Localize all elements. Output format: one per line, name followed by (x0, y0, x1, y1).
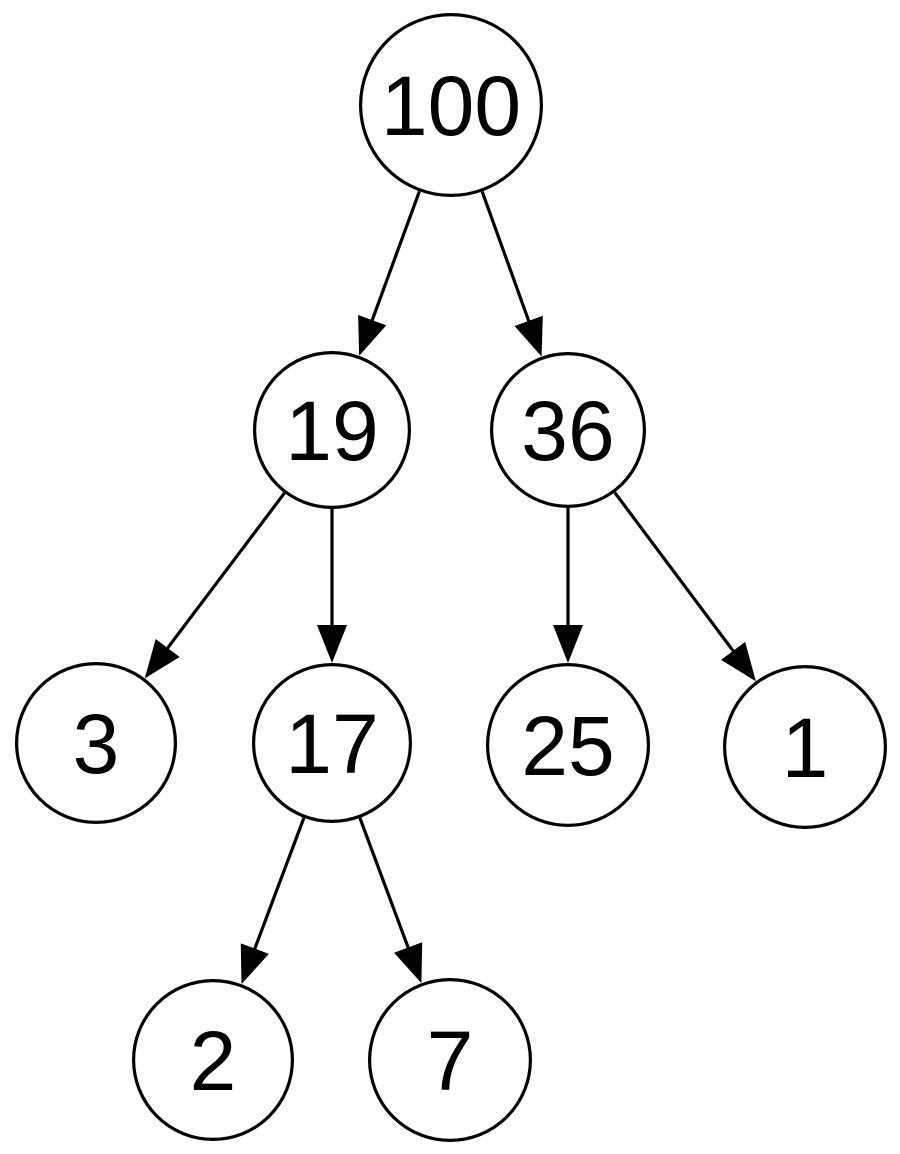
edge-100-19 (358, 190, 421, 356)
node-label: 36 (521, 384, 614, 478)
arrowhead-icon (358, 314, 387, 356)
edge-line (358, 817, 410, 950)
edge-line (252, 817, 306, 951)
tree-node-25: 25 (486, 662, 651, 827)
node-circle (253, 351, 412, 510)
node-label: 17 (285, 697, 378, 791)
tree-node-3: 3 (14, 661, 178, 824)
arrowhead-icon (721, 641, 756, 682)
node-label: 7 (427, 1014, 474, 1108)
node-label: 3 (73, 697, 120, 791)
edge-19-17 (317, 509, 347, 663)
node-circle (14, 661, 178, 824)
tree-node-7: 7 (368, 977, 533, 1142)
node-label: 1 (782, 701, 829, 795)
arrowhead-icon (514, 315, 543, 357)
node-circle (359, 12, 544, 198)
node-label: 25 (521, 699, 614, 793)
edge-line (613, 491, 736, 653)
node-label: 19 (285, 384, 378, 478)
tree-node-36: 36 (490, 352, 647, 509)
tree-node-100: 100 (359, 12, 544, 198)
tree-node-1: 1 (722, 664, 887, 829)
tree-node-2: 2 (132, 978, 295, 1141)
arrowhead-icon (317, 625, 347, 663)
tree-node-17: 17 (252, 662, 413, 823)
node-circle (252, 662, 413, 823)
tree-node-19: 19 (253, 351, 412, 510)
edge-17-7 (358, 817, 423, 984)
arrowhead-icon (553, 625, 583, 663)
node-label: 100 (381, 59, 521, 153)
edge-line (165, 492, 286, 650)
node-circle (490, 352, 647, 509)
edge-line (480, 191, 531, 323)
node-circle (368, 977, 533, 1142)
node-circle (486, 662, 651, 827)
node-label: 2 (190, 1014, 237, 1108)
node-circle (132, 978, 295, 1141)
edge-36-25 (553, 508, 583, 663)
edge-100-36 (480, 191, 543, 357)
arrowhead-icon (394, 942, 423, 984)
arrowhead-icon (144, 638, 180, 679)
node-circle (722, 664, 887, 829)
edge-line (370, 190, 421, 322)
arrowhead-icon (240, 943, 269, 985)
edge-19-3 (144, 492, 286, 679)
edge-17-2 (240, 817, 306, 985)
edge-36-1 (613, 491, 756, 682)
